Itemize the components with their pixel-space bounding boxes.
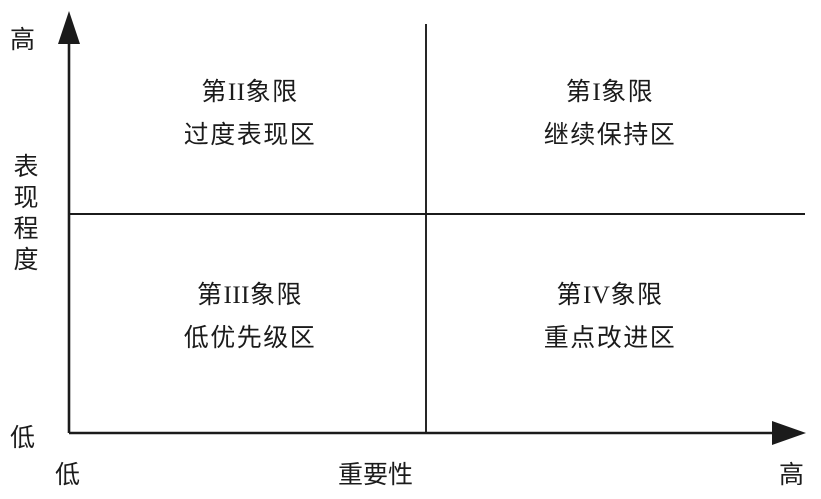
quadrant-3-label: 第III象限 低优先级区 [130, 283, 370, 351]
quadrant-4-title: 第IV象限 [556, 282, 664, 309]
x-axis-title: 重要性 [337, 462, 413, 489]
y-axis-arrowhead [58, 11, 80, 44]
x-axis-min-label: 低 [55, 462, 81, 489]
x-axis-arrowhead [772, 421, 806, 445]
y-axis-title-char-1: 表 [13, 154, 39, 181]
quadrant-3-name: 低优先级区 [183, 325, 317, 352]
quadrant-2-numeral: II [227, 79, 246, 106]
y-axis-title-char-3: 程 [13, 216, 39, 243]
quadrant-4-name: 重点改进区 [543, 325, 677, 352]
quadrant-3-title: 第III象限 [196, 282, 303, 309]
y-axis-min-label: 低 [10, 425, 36, 452]
y-axis-title-char-4: 度 [13, 247, 39, 274]
quadrant-1-numeral: I [592, 79, 602, 106]
quadrant-1-label: 第I象限 继续保持区 [490, 80, 730, 148]
y-axis-title: 表 现 程 度 [12, 152, 40, 276]
quadrant-2-name: 过度表现区 [183, 122, 317, 149]
quadrant-2-title: 第II象限 [201, 79, 299, 106]
quadrant-4-label: 第IV象限 重点改进区 [490, 283, 730, 351]
quadrant-3-numeral: III [223, 282, 250, 309]
quadrant-1-name: 继续保持区 [543, 122, 677, 149]
quadrant-4-numeral: IV [583, 282, 611, 309]
y-axis-max-label: 高 [10, 27, 36, 54]
quadrant-2-label: 第II象限 过度表现区 [130, 80, 370, 148]
y-axis-title-char-2: 现 [13, 185, 39, 212]
quadrant-1-title: 第I象限 [565, 79, 655, 106]
x-axis-max-label: 高 [779, 462, 805, 489]
